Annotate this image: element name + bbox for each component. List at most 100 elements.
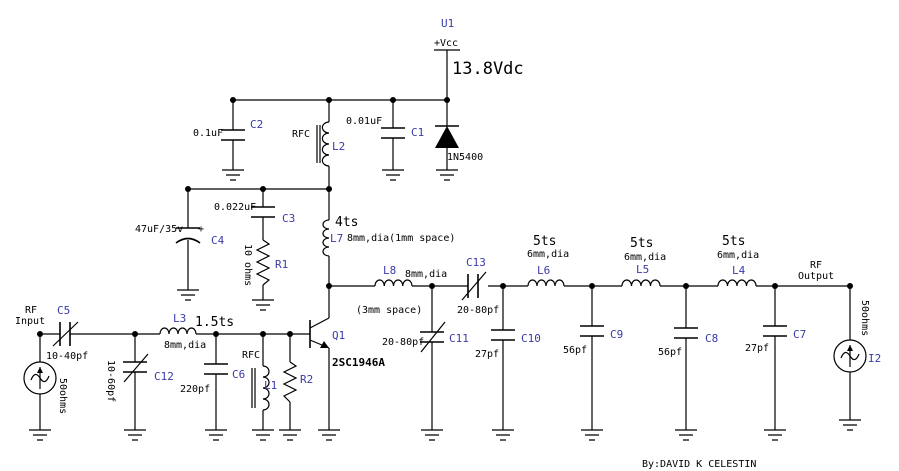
- ground-symbols: [29, 169, 861, 441]
- l6-ref: L6: [537, 264, 550, 277]
- capacitor-c4: 47uF/35v + C4: [135, 224, 225, 247]
- inductor-l3: L3 1.5ts 8mm,dia: [159, 312, 234, 351]
- supply-name: +Vcc: [434, 38, 458, 49]
- l5-ref: L5: [636, 263, 649, 276]
- l5-turns: 5ts: [630, 236, 653, 251]
- l3-dia: 8mm,dia: [164, 340, 206, 351]
- c4-value: 47uF/35v: [135, 224, 183, 235]
- q1-value: 2SC1946A: [332, 356, 385, 369]
- l7-ref: L7: [330, 232, 343, 245]
- l3-ref: L3: [173, 312, 186, 325]
- l7-turns: 4ts: [335, 215, 358, 230]
- input-label-1: RF: [25, 305, 37, 316]
- c9-ref: C9: [610, 328, 623, 341]
- supply-ref: U1: [441, 17, 454, 30]
- l8-dia: 8mm,dia: [405, 269, 447, 280]
- capacitor-c3: 0.022uF C3: [214, 202, 295, 225]
- c13-value: 20-80pf: [457, 305, 499, 316]
- c6-ref: C6: [232, 368, 245, 381]
- c11-ref: C11: [449, 332, 469, 345]
- l6-turns: 5ts: [533, 234, 556, 249]
- inductor-l8: L8 8mm,dia (3mm space): [356, 264, 447, 316]
- source-i1: 50ohms: [23, 361, 68, 414]
- c4-plus: +: [198, 224, 204, 235]
- author-credit: By:DAVID K CELESTIN: [642, 459, 756, 470]
- capacitor-c6: C6 220pf: [180, 363, 245, 395]
- l8-ref: L8: [383, 264, 396, 277]
- q1-ref: Q1: [332, 329, 345, 342]
- capacitor-c5: C5 10-40pf: [46, 304, 88, 362]
- wires: [39, 50, 851, 430]
- output-label-1: RF: [810, 260, 822, 271]
- r1-ref: R1: [275, 258, 288, 271]
- supply-voltage: 13.8Vdc: [452, 59, 524, 79]
- capacitor-c8: C8 56pf: [658, 327, 718, 358]
- inductor-l5: 5ts 6mm,dia L5: [621, 236, 666, 287]
- c5-ref: C5: [57, 304, 70, 317]
- c6-value: 220pf: [180, 384, 210, 395]
- c3-ref: C3: [282, 212, 295, 225]
- l1-value: RFC: [242, 350, 260, 361]
- c13-ref: C13: [466, 256, 486, 269]
- d1-value: 1N5400: [447, 152, 483, 163]
- capacitor-c7: C7 27pf: [745, 325, 806, 354]
- c8-ref: C8: [705, 332, 718, 345]
- l6-dia: 6mm,dia: [527, 249, 569, 260]
- inductor-l4: 5ts 6mm,dia L4: [717, 234, 759, 287]
- capacitor-c9: C9 56pf: [563, 325, 623, 356]
- output-label-2: Output: [798, 271, 834, 282]
- resistor-r2: R2: [282, 361, 313, 403]
- c2-ref: C2: [250, 118, 263, 131]
- c9-value: 56pf: [563, 345, 587, 356]
- inductor-l7: 4ts L7 8mm,dia(1mm space): [322, 215, 455, 257]
- l8-space: (3mm space): [356, 305, 422, 316]
- capacitor-c2: 0.1uF C2: [193, 118, 263, 141]
- c12-ref: C12: [154, 370, 174, 383]
- c12-value: 10-60pf: [105, 360, 116, 402]
- c1-ref: C1: [411, 126, 424, 139]
- i2-value: 50ohms: [859, 300, 870, 336]
- l4-dia: 6mm,dia: [717, 250, 759, 261]
- i1-value: 50ohms: [57, 378, 68, 414]
- source-i2: I2 50ohms: [833, 300, 881, 373]
- transistor-q1: Q1 2SC1946A: [309, 317, 385, 369]
- capacitor-c11: 20-80pf C11: [382, 321, 469, 353]
- inductor-l1: RFC L1: [242, 350, 277, 411]
- input-label-2: Input: [15, 316, 45, 327]
- supply-u1: U1 +Vcc 13.8Vdc: [434, 17, 524, 79]
- c8-value: 56pf: [658, 347, 682, 358]
- c4-ref: C4: [211, 234, 225, 247]
- l2-value: RFC: [292, 129, 310, 140]
- l5-dia: 6mm,dia: [624, 252, 666, 263]
- l3-turns: 1.5ts: [195, 315, 234, 330]
- l2-ref: L2: [332, 140, 345, 153]
- c7-value: 27pf: [745, 343, 769, 354]
- r2-ref: R2: [300, 373, 313, 386]
- capacitor-c12: C12 10-60pf: [105, 353, 174, 402]
- l4-turns: 5ts: [722, 234, 745, 249]
- c11-value: 20-80pf: [382, 337, 424, 348]
- c10-ref: C10: [521, 332, 541, 345]
- capacitor-c10: C10 27pf: [475, 329, 541, 360]
- inductor-l2: RFC L2: [292, 121, 345, 167]
- c5-value: 10-40pf: [46, 351, 88, 362]
- l4-ref: L4: [732, 264, 746, 277]
- input-port: RF Input: [15, 305, 45, 327]
- resistor-r1: R1 10 ohms: [242, 239, 288, 286]
- capacitor-c1: 0.01uF C1: [346, 116, 424, 139]
- output-port: RF Output: [798, 260, 834, 282]
- c2-value: 0.1uF: [193, 128, 223, 139]
- i2-ref: I2: [868, 352, 881, 365]
- diode-d1: 1N5400: [435, 125, 483, 163]
- c10-value: 27pf: [475, 349, 499, 360]
- c7-ref: C7: [793, 328, 806, 341]
- c1-value: 0.01uF: [346, 116, 382, 127]
- r1-value: 10 ohms: [242, 244, 253, 286]
- capacitor-c13: C13 20-80pf: [457, 256, 499, 316]
- junction-dots: [37, 97, 853, 337]
- l7-dia: 8mm,dia(1mm space): [347, 233, 455, 244]
- l1-ref: L1: [264, 379, 277, 392]
- c3-value: 0.022uF: [214, 202, 256, 213]
- inductor-l6: 5ts 6mm,dia L6: [527, 234, 569, 287]
